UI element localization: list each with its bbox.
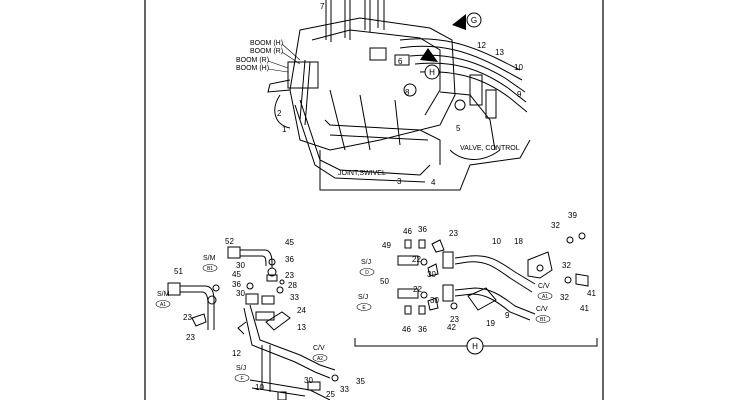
- label-valve-control: VALVE, CONTROL: [460, 145, 520, 152]
- lower-right-assembly-drawing: [354, 232, 598, 347]
- callout-number: 12: [232, 349, 241, 358]
- label-sj: S/J: [358, 294, 368, 301]
- callout-number: 52: [225, 237, 234, 246]
- callout-number: 46: [402, 325, 411, 334]
- svg-text:G: G: [471, 16, 477, 25]
- label-sm: S/M: [203, 255, 216, 262]
- callout-number: 45: [285, 238, 294, 247]
- callout-number: 32: [551, 221, 560, 230]
- callout-number: 9: [517, 90, 522, 99]
- callout-number: 18: [514, 237, 523, 246]
- label-sj: S/J: [236, 365, 246, 372]
- callout-number: 9: [505, 311, 510, 320]
- port-a1: A1: [542, 294, 548, 300]
- callout-number: 46: [403, 227, 412, 236]
- callout-number: 13: [297, 323, 306, 332]
- label-cv: C/V: [313, 345, 325, 352]
- callout-number: 10: [255, 383, 264, 392]
- upper-callouts: 1 2 3 4 5 6 7 8 9 10 12 13: [277, 2, 523, 187]
- callout-number: 22: [413, 285, 422, 294]
- callout-number: 36: [285, 255, 294, 264]
- callout-number: 7: [320, 2, 325, 11]
- port-f: F: [240, 376, 243, 382]
- lower-right-callouts: 46 36 23 10 18 32 39 49 22 30 32 41 50 2…: [380, 211, 596, 334]
- callout-number: 50: [380, 277, 389, 286]
- svg-text:H: H: [429, 68, 435, 77]
- callout-number: 28: [288, 281, 297, 290]
- section-h-label: H: [472, 342, 478, 351]
- callout-number: 33: [290, 293, 299, 302]
- port-a1: A1: [160, 302, 166, 308]
- port-d: D: [365, 270, 369, 276]
- callout-number: 32: [560, 293, 569, 302]
- callout-number: 10: [514, 63, 523, 72]
- view-arrow-h: H: [420, 48, 440, 80]
- callout-number: 19: [486, 319, 495, 328]
- label-sj: S/J: [361, 259, 371, 266]
- callout-number: 36: [418, 325, 427, 334]
- callout-number: 41: [580, 304, 589, 313]
- callout-number: 10: [492, 237, 501, 246]
- label-boom-r: BOOM (R): [236, 57, 269, 64]
- callout-number: 36: [232, 280, 241, 289]
- callout-number: 30: [430, 296, 439, 305]
- callout-number: 3: [397, 177, 402, 186]
- lower-right-labels: S/J D S/J E C/V A1 C/V B1 H: [356, 259, 553, 355]
- callout-number: 6: [398, 57, 403, 66]
- port-e: E: [362, 305, 366, 311]
- callout-number: 12: [477, 41, 486, 50]
- label-sm: S/M: [157, 291, 170, 298]
- callout-number: 23: [186, 333, 195, 342]
- callout-number: 5: [456, 124, 461, 133]
- port-a2: A2: [317, 356, 323, 362]
- callout-number: 23: [449, 229, 458, 238]
- lower-left-labels: S/M B1 S/M A1 C/V A2 S/J F: [155, 255, 328, 382]
- callout-number: 39: [568, 211, 577, 220]
- callout-number: 4: [431, 178, 436, 187]
- callout-number: 23: [183, 313, 192, 322]
- label-cv: C/V: [536, 306, 548, 313]
- callout-number: 2: [277, 109, 282, 118]
- callout-number: 30: [304, 376, 313, 385]
- callout-number: 30: [427, 270, 436, 279]
- callout-number: 51: [174, 267, 183, 276]
- port-b1: B1: [540, 317, 546, 323]
- callout-number: 1: [282, 125, 287, 134]
- label-cv: C/V: [538, 283, 550, 290]
- label-boom-r: BOOM (R): [250, 48, 283, 55]
- port-b1: B1: [207, 266, 213, 272]
- callout-number: 36: [418, 225, 427, 234]
- view-arrow-g: G: [452, 12, 482, 30]
- callout-number: 30: [236, 289, 245, 298]
- label-boom-h: BOOM (H): [236, 65, 269, 72]
- callout-number: 13: [495, 48, 504, 57]
- callout-number: 42: [447, 323, 456, 332]
- callout-number: 30: [236, 261, 245, 270]
- callout-number: 23: [450, 315, 459, 324]
- callout-number: 45: [232, 270, 241, 279]
- callout-number: 35: [356, 377, 365, 386]
- callout-number: 22: [412, 255, 421, 264]
- upper-labels: BOOM (H) BOOM (R) BOOM (R) BOOM (H) VALV…: [236, 40, 520, 177]
- callout-number: 41: [587, 289, 596, 298]
- lower-left-callouts: 52 45 36 23 30 51 45 36 28 30 33 24 23 1…: [174, 237, 365, 399]
- label-joint-swivel: JOINT,SWIVEL: [338, 170, 386, 177]
- callout-number: 25: [326, 390, 335, 399]
- callout-number: 23: [285, 271, 294, 280]
- upper-assembly-drawing: [267, 0, 531, 191]
- label-boom-h: BOOM (H): [250, 40, 283, 47]
- lower-left-assembly-drawing: [167, 246, 339, 400]
- callout-number: 32: [562, 261, 571, 270]
- callout-number: 8: [405, 88, 410, 97]
- callout-number: 33: [340, 385, 349, 394]
- callout-number: 24: [297, 306, 306, 315]
- callout-number: 49: [382, 241, 391, 250]
